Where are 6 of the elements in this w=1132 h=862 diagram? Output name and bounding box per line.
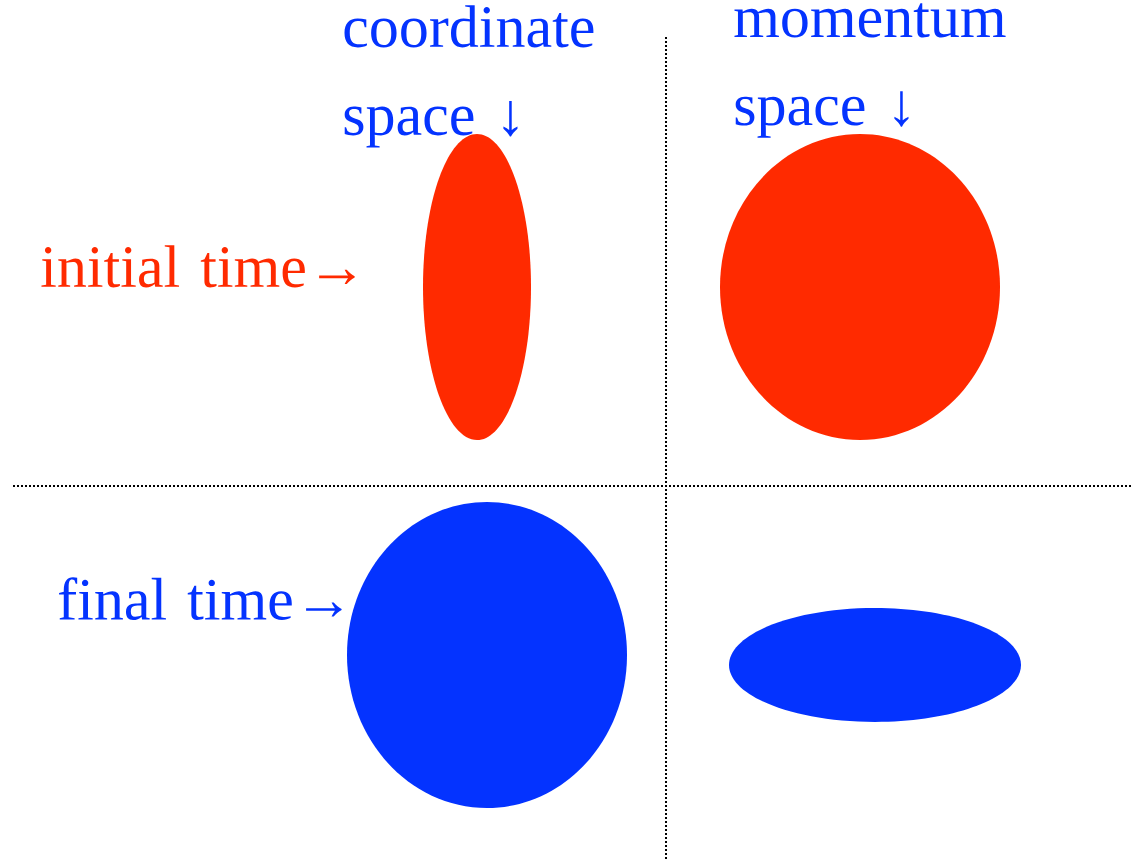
axis-label: initial time→ — [41, 245, 355, 288]
ellipse — [347, 502, 627, 808]
ellipse — [729, 608, 1021, 722]
axis-label: coordinate space ↓ — [344, 5, 594, 148]
axis-label: momentum space ↓ — [734, 3, 1006, 138]
axis-label: final time→ — [59, 577, 342, 621]
